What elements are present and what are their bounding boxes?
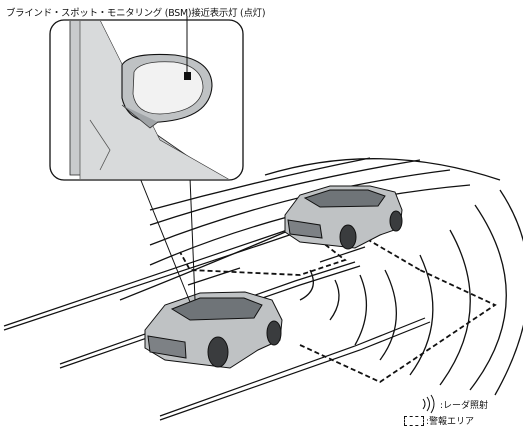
bsm-indicator-icon	[184, 72, 191, 80]
car-front	[144, 291, 283, 369]
alert-area-swatch	[404, 415, 424, 426]
car-rear	[284, 185, 403, 250]
diagram-title: ブラインド・スポット・モニタリング (BSM)接近表示灯 (点灯)	[6, 8, 266, 19]
legend-alert-area: :警報エリア	[404, 414, 474, 427]
radar-arcs	[119, 157, 523, 396]
callout-lines	[139, 177, 196, 303]
legend-alert-label: :警報エリア	[426, 417, 475, 427]
mirror-inset	[49, 19, 244, 181]
legend-radar-label: :レーダ照射	[440, 401, 489, 411]
alert-areas	[179, 224, 497, 384]
radar-swatch	[420, 399, 440, 411]
legend-radar: :レーダ照射	[420, 398, 488, 411]
radar-legend-icon	[422, 394, 435, 414]
